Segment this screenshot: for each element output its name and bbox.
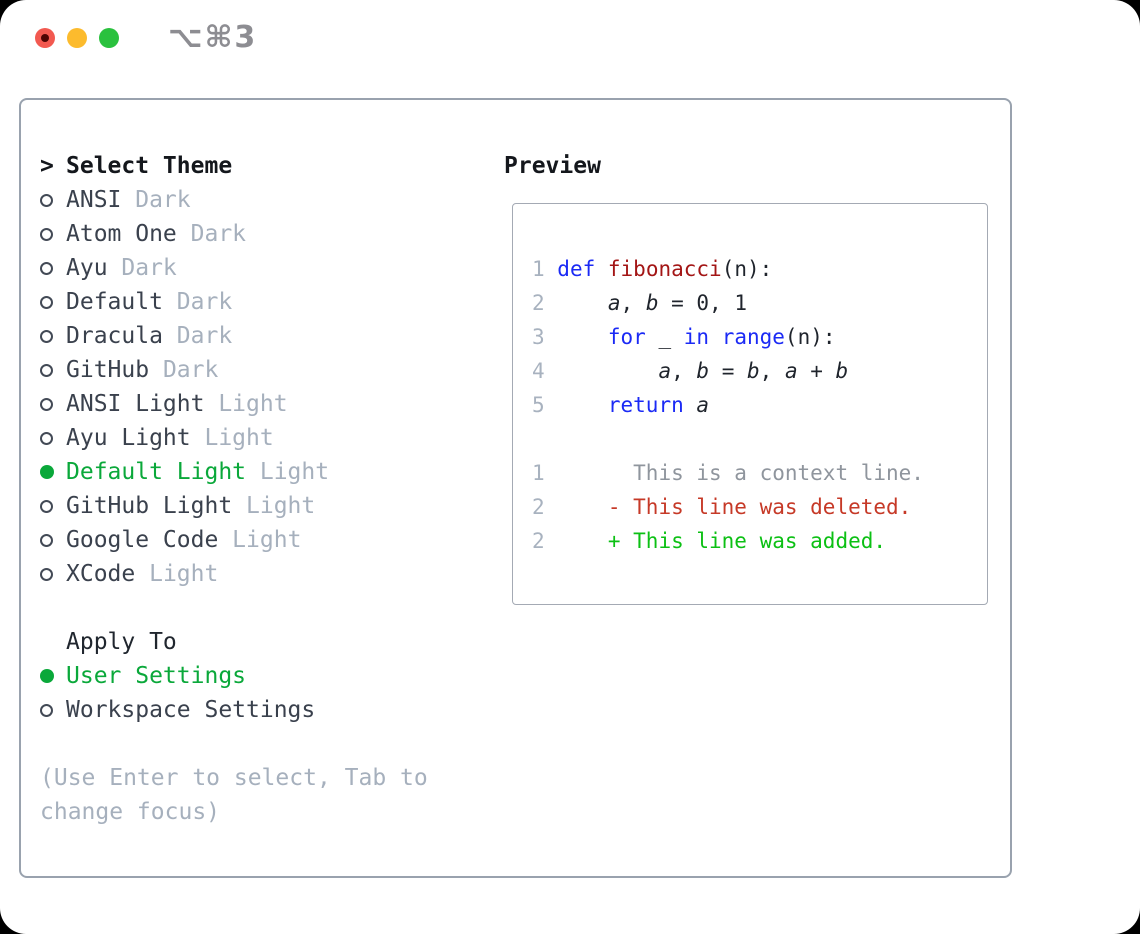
theme-option[interactable]: Dracula Dark [40, 319, 490, 353]
preview-line: 3 for _ in range(n): [532, 325, 836, 349]
theme-option[interactable]: Ayu Light Light [40, 421, 490, 455]
option-label: XCode [66, 561, 136, 587]
preview-line: 2 a, b = 0, 1 [532, 291, 747, 315]
option-variant: Dark [107, 255, 177, 281]
apply-to-title: Apply To [66, 629, 177, 655]
titlebar: ⌥⌘3 [0, 0, 1140, 78]
theme-option[interactable]: Atom One Dark [40, 217, 490, 251]
theme-option[interactable]: XCode Light [40, 557, 490, 591]
radio-icon [40, 397, 66, 411]
theme-option[interactable]: GitHub Dark [40, 353, 490, 387]
radio-icon [40, 193, 66, 207]
radio-selected-icon [40, 669, 66, 683]
option-variant: Dark [162, 323, 233, 349]
theme-option[interactable]: Default Dark [40, 285, 490, 319]
radio-icon [40, 329, 66, 343]
hint-text: (Use Enter to select, Tab to change focu… [40, 761, 490, 829]
select-theme-header: > Select Theme [40, 149, 490, 183]
radio-icon [40, 533, 66, 547]
preview-line: 2 + This line was added. [532, 529, 887, 553]
record-dot-icon [41, 34, 49, 42]
apply-to-header: Apply To [40, 625, 490, 659]
select-theme-title: Select Theme [66, 153, 233, 179]
option-variant: Dark [149, 357, 219, 383]
preview-line: 1 def fibonacci(n): [532, 257, 773, 281]
hint-line-2: change focus) [40, 799, 221, 825]
option-label: Atom One [66, 221, 177, 247]
option-label: GitHub [66, 357, 150, 383]
preview-line [532, 422, 987, 456]
radio-icon [40, 227, 66, 241]
option-variant: Light [190, 425, 274, 451]
window-title: ⌥⌘3 [168, 20, 258, 55]
focus-caret-icon: > [40, 153, 54, 179]
apply-option[interactable]: User Settings [40, 659, 490, 693]
radio-icon [40, 431, 66, 445]
spacer [40, 591, 490, 625]
minimize-button[interactable] [67, 28, 87, 48]
option-label: Dracula [66, 323, 163, 349]
preview-box: 1 def fibonacci(n): 2 a, b = 0, 1 3 for _ … [512, 203, 988, 605]
option-variant: Light [246, 459, 330, 485]
option-label: ANSI Light [66, 391, 205, 417]
preview-line: 5 return a [532, 393, 710, 417]
theme-option[interactable]: Ayu Dark [40, 251, 490, 285]
option-label: Workspace Settings [66, 697, 316, 723]
preview-code: 1 def fibonacci(n): 2 a, b = 0, 1 3 for _ … [532, 252, 987, 558]
option-variant: Light [204, 391, 288, 417]
preview-section: Preview 1 def fibonacci(n): 2 a, b = 0, 1… [504, 149, 1008, 605]
zoom-button[interactable] [99, 28, 119, 48]
preview-line: 1 This is a context line. [532, 461, 924, 485]
option-variant: Dark [162, 289, 233, 315]
theme-option[interactable]: Google Code Light [40, 523, 490, 557]
spacer [40, 727, 490, 761]
theme-option[interactable]: GitHub Light Light [40, 489, 490, 523]
option-label: Default [66, 289, 163, 315]
radio-icon [40, 703, 66, 717]
radio-icon [40, 261, 66, 275]
preview-line: 4 a, b = b, a + b [532, 359, 849, 383]
theme-option[interactable]: Default Light Light [40, 455, 490, 489]
option-label: Default Light [66, 459, 247, 485]
option-variant: Light [218, 527, 302, 553]
option-variant: Light [232, 493, 316, 519]
option-variant: Dark [176, 221, 247, 247]
hint-line-1: (Use Enter to select, Tab to [40, 765, 428, 791]
option-label: User Settings [66, 663, 247, 689]
radio-selected-icon [40, 465, 66, 479]
theme-option[interactable]: ANSI Light Light [40, 387, 490, 421]
option-variant: Light [135, 561, 219, 587]
radio-icon [40, 363, 66, 377]
option-label: ANSI [66, 187, 122, 213]
option-label: Ayu [66, 255, 108, 281]
theme-option[interactable]: ANSI Dark [40, 183, 490, 217]
radio-icon [40, 567, 66, 581]
close-button[interactable] [35, 28, 55, 48]
preview-title: Preview [504, 153, 601, 179]
preview-line: 2 - This line was deleted. [532, 495, 912, 519]
radio-icon [40, 295, 66, 309]
radio-icon [40, 499, 66, 513]
option-label: Google Code [66, 527, 219, 553]
option-variant: Dark [121, 187, 191, 213]
apply-option[interactable]: Workspace Settings [40, 693, 490, 727]
option-label: GitHub Light [66, 493, 233, 519]
option-label: Ayu Light [66, 425, 191, 451]
